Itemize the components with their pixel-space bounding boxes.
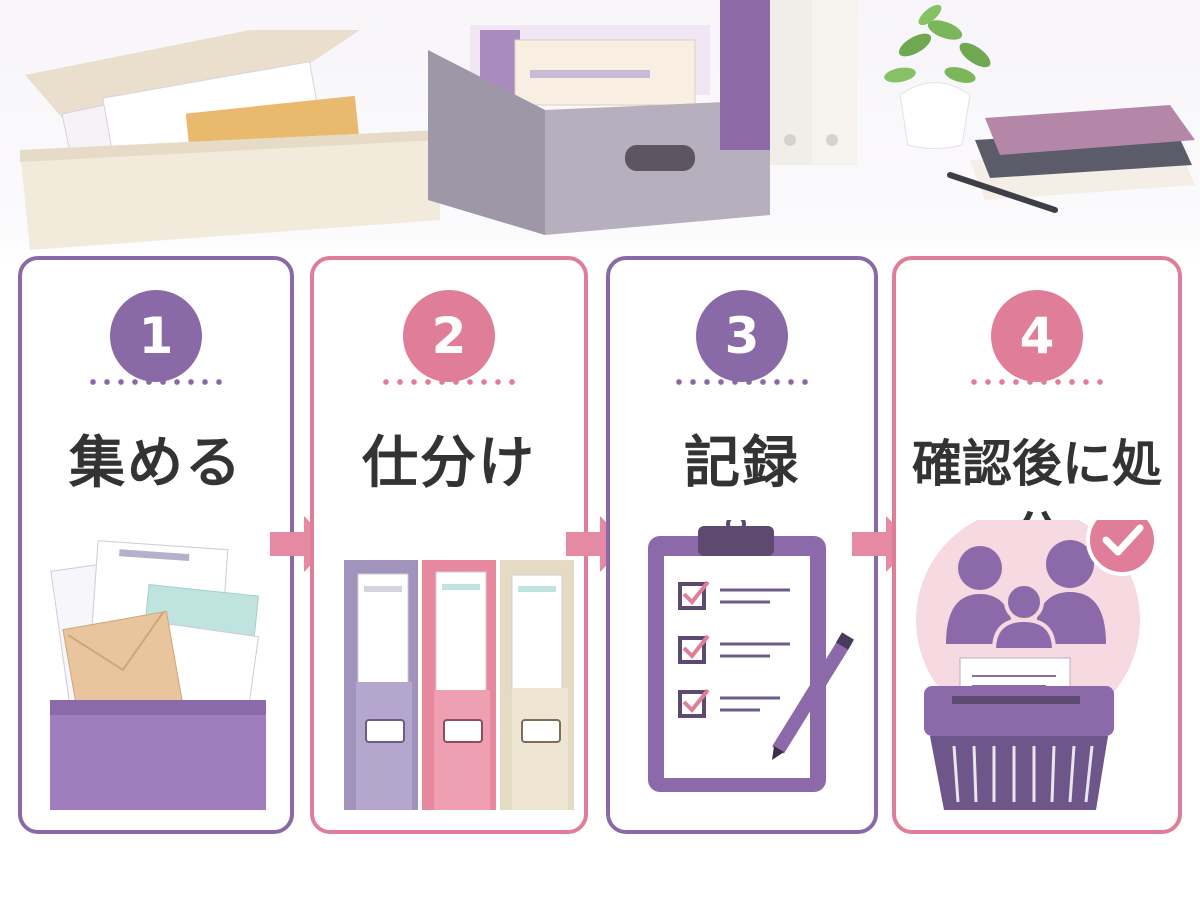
desk-scene-illustration xyxy=(20,0,1195,250)
grey-storage-box-photo xyxy=(428,25,770,235)
file-boxes-icon xyxy=(344,560,574,810)
dotted-divider xyxy=(672,378,812,386)
step-title: 記録 xyxy=(684,431,800,496)
family-shredder-icon xyxy=(916,520,1158,810)
dotted-divider xyxy=(967,378,1107,386)
books-and-pen-photo xyxy=(947,105,1195,213)
step-card-record: 3 記録 xyxy=(606,256,878,834)
step-number-badge: 3 xyxy=(696,290,788,382)
step-card-collect: 1 集める xyxy=(18,256,294,834)
check-badge-icon xyxy=(1086,520,1158,576)
step-number-badge: 2 xyxy=(403,290,495,382)
binders-photo xyxy=(720,0,857,165)
dotted-divider xyxy=(379,378,519,386)
dotted-divider xyxy=(86,378,226,386)
document-tray-photo xyxy=(20,30,440,250)
pencil-icon xyxy=(772,632,855,760)
document-tray-icon xyxy=(50,540,266,810)
step-title: 仕分け xyxy=(362,431,536,496)
step-card-sort: 2 仕分け xyxy=(310,256,588,834)
potted-plant-photo xyxy=(884,4,991,149)
step-card-dispose: 4 確認後に処分 xyxy=(892,256,1182,834)
step-number-badge: 1 xyxy=(110,290,202,382)
step-title: 集める xyxy=(69,431,243,496)
step-number-badge: 4 xyxy=(991,290,1083,382)
family-icon xyxy=(946,540,1106,652)
clipboard-checklist-icon xyxy=(648,520,855,792)
